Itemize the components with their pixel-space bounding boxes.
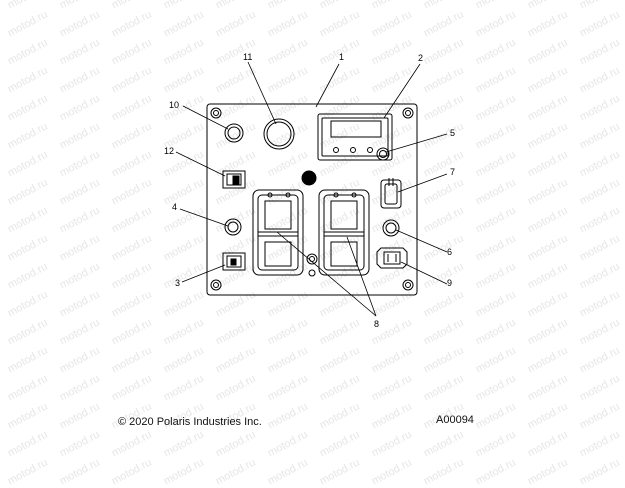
breaker-part-6 [382,219,400,237]
parts-diagram: 1 2 3 4 5 6 7 8 9 10 11 12 [164,52,455,329]
control-panel [206,103,418,296]
receptacle-part-7 [380,178,402,209]
callout-10: 10 [169,100,179,110]
outlet-cover-right-part-8 [318,189,370,276]
copyright-text: © 2020 Polaris Industries Inc. [118,416,262,428]
rocker-switch-part-12 [222,170,246,189]
callout-11: 11 [243,52,252,62]
leader-lines [175,61,448,317]
reset-button-part-5 [376,147,390,161]
callout-3: 3 [175,278,180,288]
duplex-receptacle-part-9 [376,247,408,269]
outlet-cover-left-part-8 [252,189,304,276]
callout-labels: 1 2 3 4 5 6 7 8 9 10 11 12 [164,52,455,329]
callout-8: 8 [374,319,379,329]
callout-9: 9 [447,278,452,288]
callout-7: 7 [450,167,455,177]
callout-12: 12 [164,146,174,156]
digital-meter-part-2 [317,113,393,161]
round-knob-part-11 [263,118,295,150]
callout-6: 6 [447,247,452,257]
ground-lug [306,253,318,277]
indicator-lamp-part-10 [224,123,244,143]
callout-5: 5 [450,128,455,138]
panel-screws [210,107,414,291]
breaker-part-4 [224,218,242,236]
figure-id: A00094 [436,414,474,426]
switch-part-3 [222,252,246,271]
callout-2: 2 [418,53,423,63]
callout-4: 4 [172,202,177,212]
grommet [301,170,317,186]
callout-1: 1 [339,52,344,62]
